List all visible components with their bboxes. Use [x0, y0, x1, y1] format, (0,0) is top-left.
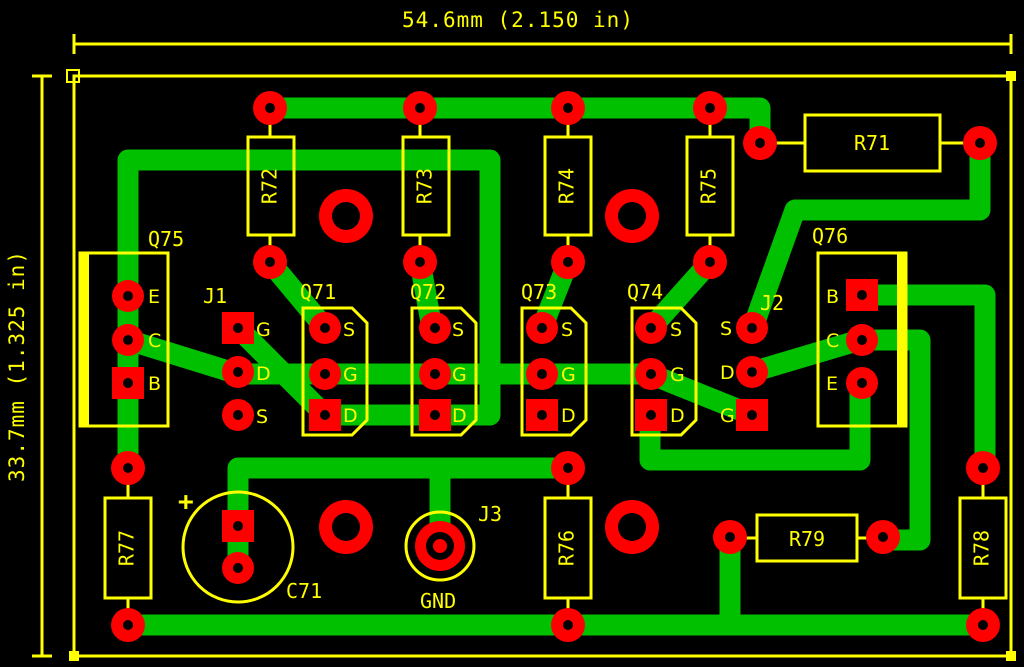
- q74-pin-s: S: [670, 319, 682, 341]
- q76-label: Q76: [812, 224, 848, 248]
- q73-pin-d: D: [561, 405, 576, 427]
- trace-j2-r79: [741, 329, 931, 551]
- j1-pin-s: S: [256, 406, 268, 428]
- q73-pin-g: G: [561, 364, 576, 386]
- q73-outline: [520, 306, 588, 437]
- silkscreen: [32, 34, 1013, 658]
- trace-q75-loop: [117, 149, 501, 479]
- q72-pin-g: G: [452, 364, 467, 386]
- q73-label: Q73: [521, 280, 557, 304]
- q74-pin-g: G: [670, 364, 685, 386]
- r71-label: R71: [854, 131, 890, 155]
- q71-pin-s: S: [343, 319, 355, 341]
- q76-pin-e: E: [826, 373, 838, 395]
- j1-pin-g: G: [256, 319, 271, 341]
- c71-polarity-mark: +: [178, 487, 194, 517]
- q75-tab: [80, 253, 89, 426]
- r76-label: R76: [555, 530, 579, 566]
- j1-pin-d: D: [256, 363, 271, 385]
- q71-label: Q71: [300, 280, 336, 304]
- q72-pin-s: S: [452, 319, 464, 341]
- q76-pin-b: B: [826, 286, 839, 308]
- q71-pin-g: G: [343, 364, 358, 386]
- r74-label: R74: [555, 168, 579, 204]
- q76-pin-c: C: [826, 330, 839, 352]
- q75-pin-b: B: [148, 373, 161, 395]
- q74-pin-d: D: [670, 405, 685, 427]
- c71-label: C71: [286, 579, 322, 603]
- origin-marker: [66, 69, 80, 83]
- c71-outline: [181, 490, 295, 604]
- r73-label: R73: [413, 168, 437, 204]
- board-outline: [72, 74, 1013, 658]
- q74-label: Q74: [627, 280, 663, 304]
- j3-gnd-label: GND: [420, 589, 456, 613]
- pads: [111, 91, 1000, 642]
- r78-label: R78: [970, 530, 994, 566]
- q71-outline: [301, 306, 369, 437]
- corner-marker: [1006, 651, 1016, 661]
- q72-pin-d: D: [452, 405, 467, 427]
- q71-pin-d: D: [343, 405, 358, 427]
- j2-label: J2: [760, 291, 784, 315]
- j1-label: J1: [203, 284, 227, 308]
- corner-marker: [1006, 71, 1016, 81]
- width-dimension-label: 54.6mm (2.150 in): [402, 8, 634, 32]
- r79-label: R79: [789, 527, 825, 551]
- j2-pin-d: D: [720, 362, 735, 384]
- j3-label: J3: [478, 502, 502, 526]
- corner-marker: [69, 651, 79, 661]
- j2-pin-s: S: [720, 318, 732, 340]
- q73-pin-s: S: [561, 319, 573, 341]
- q72-label: Q72: [410, 280, 446, 304]
- trace-r71-j2: [741, 132, 991, 341]
- height-dimension-label: 33.7mm (1.325 in): [5, 250, 29, 482]
- q75-pin-e: E: [148, 286, 160, 308]
- j3-outline: [404, 510, 476, 582]
- trace-q76-e: [639, 372, 871, 471]
- r73-body: [401, 135, 451, 237]
- j2-pin-g: G: [720, 405, 735, 427]
- r75-label: R75: [697, 168, 721, 204]
- q75-pin-c: C: [148, 330, 161, 352]
- q72-outline: [410, 306, 478, 437]
- q75-label: Q75: [148, 227, 184, 251]
- r77-label: R77: [115, 530, 139, 566]
- r72-label: R72: [258, 168, 282, 204]
- q76-tab: [897, 253, 906, 426]
- q74-outline: [630, 306, 698, 437]
